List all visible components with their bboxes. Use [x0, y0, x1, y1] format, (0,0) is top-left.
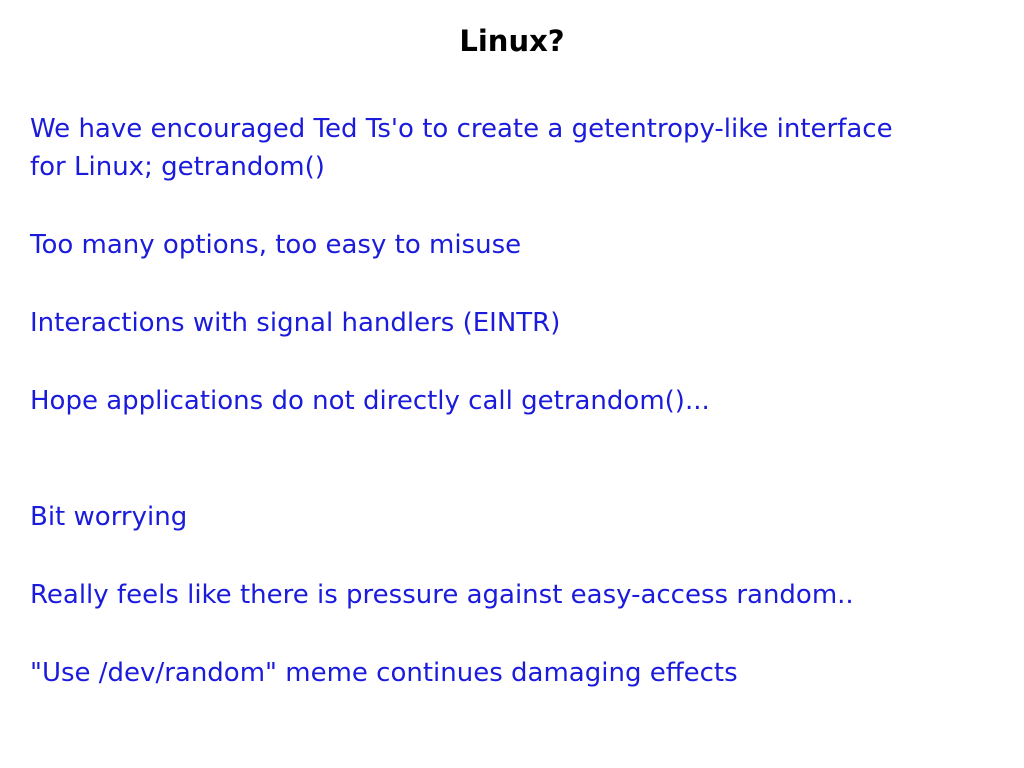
- slide-paragraph-hope-applications: Hope applications do not directly call g…: [30, 386, 710, 416]
- slide-body: We have encouraged Ted Ts'o to create a …: [0, 110, 1024, 692]
- slide-paragraph-signal-handlers: Interactions with signal handlers (EINTR…: [30, 308, 561, 338]
- slide-paragraph-getrandom-interface: We have encouraged Ted Ts'o to create a …: [30, 114, 893, 182]
- slide-title: Linux?: [459, 24, 565, 58]
- slide-paragraph-bit-worrying: Bit worrying: [30, 502, 188, 532]
- slide-paragraph-dev-random-meme: "Use /dev/random" meme continues damagin…: [30, 658, 738, 688]
- slide-paragraph-too-many-options: Too many options, too easy to misuse: [30, 230, 522, 260]
- slide-paragraph-pressure-against: Really feels like there is pressure agai…: [30, 580, 854, 610]
